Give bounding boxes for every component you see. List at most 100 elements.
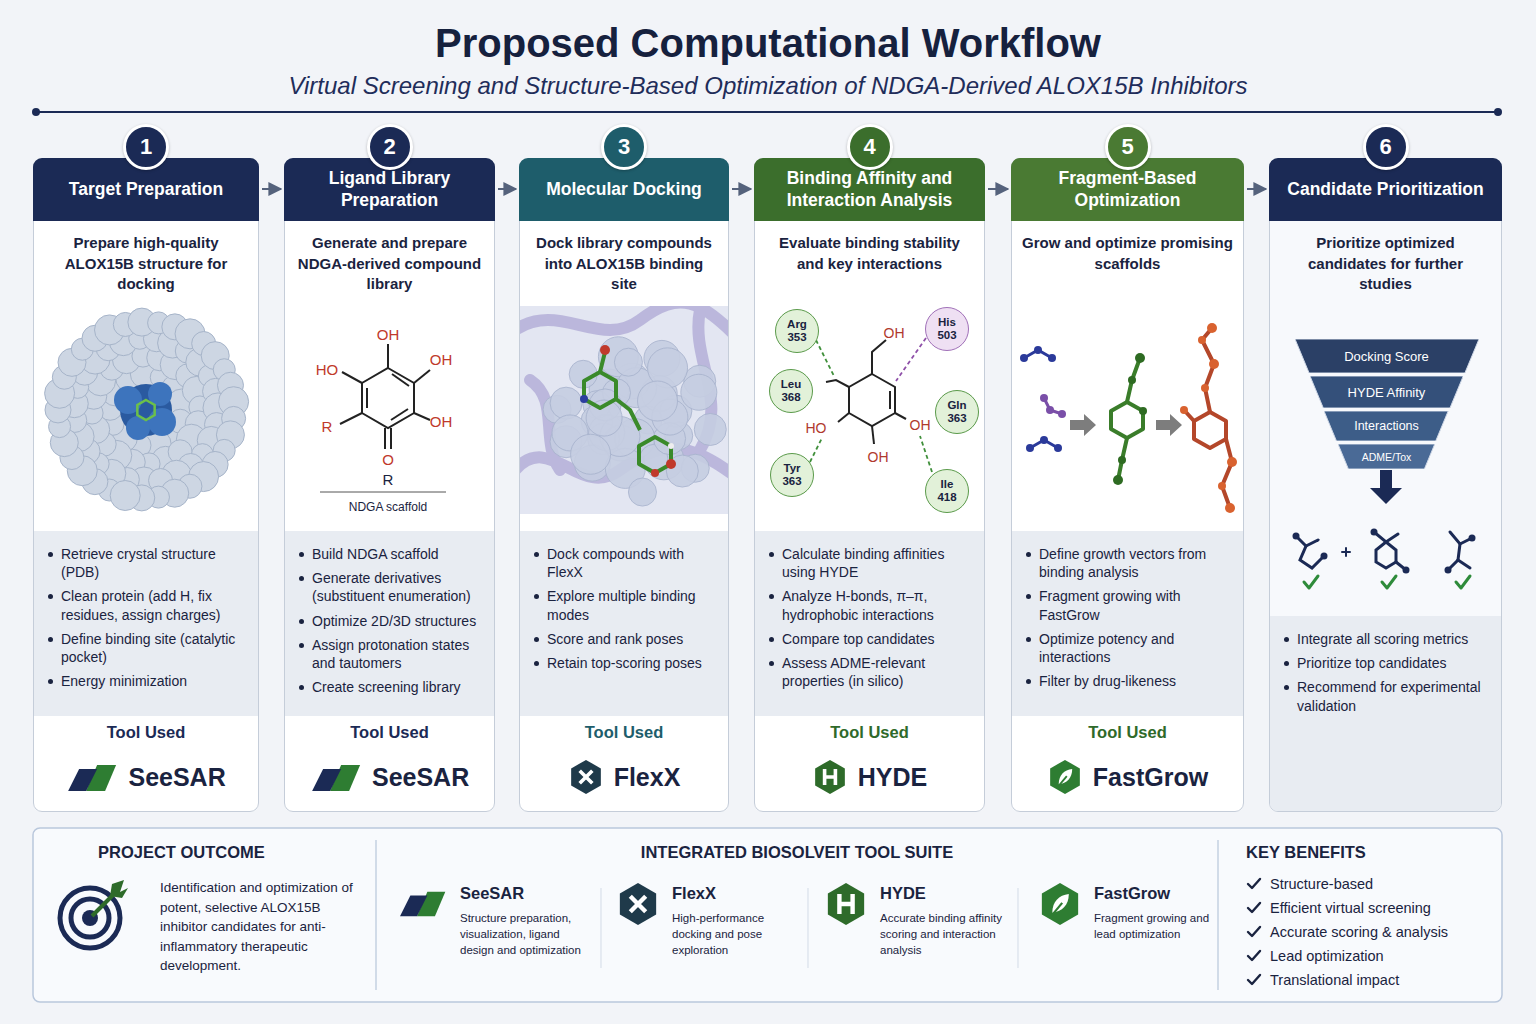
step-number: 6: [1363, 124, 1409, 170]
bullet-dot: [48, 552, 53, 557]
step-number: 4: [847, 124, 893, 170]
bullet-text: Energy minimization: [61, 672, 187, 690]
seesar-logo: [398, 886, 447, 920]
bullet-text: Recommend for experimental validation: [1297, 678, 1489, 714]
seesar-logo: [66, 759, 118, 795]
step-title: Binding Affinity and Interaction Analysi…: [764, 168, 975, 212]
residue-label: Tyr 363: [775, 462, 809, 487]
bullet-text: Dock compounds with FlexX: [547, 545, 716, 581]
check-mark: [1246, 876, 1262, 892]
hyde-logo: [812, 759, 848, 795]
step-number: 3: [601, 124, 647, 170]
tool-description: Structure preparation, visualization, li…: [460, 910, 590, 958]
bullet-text: Clean protein (add H, fix residues, assi…: [61, 587, 246, 623]
atom-label: OH: [884, 325, 905, 341]
bullet-dot: [1026, 552, 1031, 557]
step-number: 5: [1105, 124, 1151, 170]
bullet-text: Define binding site (catalytic pocket): [61, 630, 246, 666]
residue-circle: His 503: [925, 307, 969, 351]
bullet-text: Fragment growing with FastGrow: [1039, 587, 1231, 623]
benefits-panel: KEY BENEFITSStructure-basedEfficient vir…: [1226, 836, 1498, 996]
atom-label: R: [322, 418, 333, 435]
step-number-text: 3: [618, 134, 630, 160]
residue-label: Ile 418: [930, 478, 964, 503]
step-number-text: 4: [863, 134, 875, 160]
atom-label: HO: [316, 361, 339, 378]
description-box: Dock library compounds into ALOX15B bind…: [530, 233, 718, 311]
funnel-label: ADME/Tox: [1362, 451, 1412, 463]
residue-circle: Tyr 363: [770, 453, 814, 497]
bullet-text: Prioritize top candidates: [1297, 654, 1446, 672]
bullet-text: Assess ADME-relevant properties (in sili…: [782, 654, 972, 690]
outcome-text: Identification and optimization of poten…: [160, 878, 368, 976]
atom-label: OH: [910, 417, 931, 433]
residue-circle: Ile 418: [925, 469, 969, 513]
hyde-logo: [824, 882, 868, 926]
bullet-area: Integrate all scoring metricsPrioritize …: [1270, 616, 1501, 811]
step-title: Ligand Library Preparation: [294, 168, 485, 212]
bullet-dot: [769, 552, 774, 557]
bullet-text: Build NDGA scaffold: [312, 545, 439, 563]
bullet-text: Create screening library: [312, 678, 461, 696]
tool-used-label: Tool Used: [1012, 723, 1243, 742]
funnel-band: Docking Score: [1295, 339, 1479, 373]
caption-label: NDGA scaffold: [349, 500, 427, 514]
bullet-text: Optimize potency and interactions: [1039, 630, 1231, 666]
bullet-dot: [299, 619, 304, 624]
step-description: Prioritize optimized candidates for furt…: [1280, 233, 1491, 295]
bullet-text: Score and rank poses: [547, 630, 683, 648]
atom-label: OH: [868, 449, 889, 465]
step-number-text: 2: [383, 134, 395, 160]
description-box: Evaluate binding stability and key inter…: [765, 233, 974, 311]
flexx-logo: [616, 882, 660, 926]
funnel-band: Interactions: [1324, 411, 1448, 441]
benefit-text: Lead optimization: [1270, 948, 1384, 964]
bullet-dot: [48, 679, 53, 684]
atom-label: R: [383, 471, 394, 488]
benefit-text: Translational impact: [1270, 972, 1399, 988]
tool-name: SeeSAR: [460, 884, 524, 903]
flow-arrow: [498, 188, 516, 190]
tool-name: SeeSAR: [372, 763, 469, 792]
panel-heading: INTEGRATED BIOSOLVEIT TOOL SUITE: [378, 843, 1216, 862]
bullet-area: Define growth vectors from binding analy…: [1012, 531, 1243, 716]
benefit-text: Efficient virtual screening: [1270, 900, 1431, 916]
tool-item: HYDEAccurate binding affinity scoring an…: [824, 880, 1010, 984]
bullet-text: Retain top-scoring poses: [547, 654, 702, 672]
bullet-text: Optimize 2D/3D structures: [312, 612, 476, 630]
tool-used-label: Tool Used: [755, 723, 984, 742]
tool-item: FastGrowFragment growing and lead optimi…: [1038, 880, 1214, 984]
bullet-dot: [299, 643, 304, 648]
bullet-area: Dock compounds with FlexXExplore multipl…: [520, 531, 728, 716]
step-description: Dock library compounds into ALOX15B bind…: [530, 233, 718, 295]
tool-item: FlexXHigh-performance docking and pose e…: [616, 880, 796, 984]
bullet-text: Retrieve crystal structure (PDB): [61, 545, 246, 581]
check-mark: [1246, 948, 1262, 964]
step-description: Prepare high-quality ALOX15B structure f…: [44, 233, 248, 295]
tool-used-label: Tool Used: [520, 723, 728, 742]
bullet-text: Generate derivatives (substituent enumer…: [312, 569, 482, 605]
step-number-text: 1: [140, 134, 152, 160]
tool-name: SeeSAR: [128, 763, 225, 792]
bullet-dot: [1284, 637, 1289, 642]
flow-arrow: [1247, 188, 1266, 190]
tool-name: HYDE: [858, 763, 927, 792]
step-title: Target Preparation: [69, 179, 223, 201]
tool-name: HYDE: [880, 884, 926, 903]
step-card: Arg 353His 503Leu 368Gln 363Tyr 363Ile 4…: [754, 158, 985, 812]
bullet-dot: [1026, 637, 1031, 642]
step-card: Fragment-Based OptimizationGrow and opti…: [1011, 158, 1244, 812]
residue-circle: Gln 363: [935, 390, 979, 434]
page-title: Proposed Computational Workflow: [0, 0, 1536, 66]
funnel-band: ADME/Tox: [1338, 444, 1435, 469]
bullet-dot: [48, 637, 53, 642]
residue-label: Gln 363: [940, 399, 974, 424]
suite-panel: SeeSAR Structure preparation, visualizati…: [378, 836, 1216, 996]
flow-arrow: [732, 188, 751, 190]
bullet-text: Filter by drug-likeness: [1039, 672, 1176, 690]
fastgrow-logo: [1047, 759, 1083, 795]
step-card: Docking ScoreHYDE AffinityInteractionsAD…: [1269, 158, 1502, 812]
bullet-dot: [769, 594, 774, 599]
